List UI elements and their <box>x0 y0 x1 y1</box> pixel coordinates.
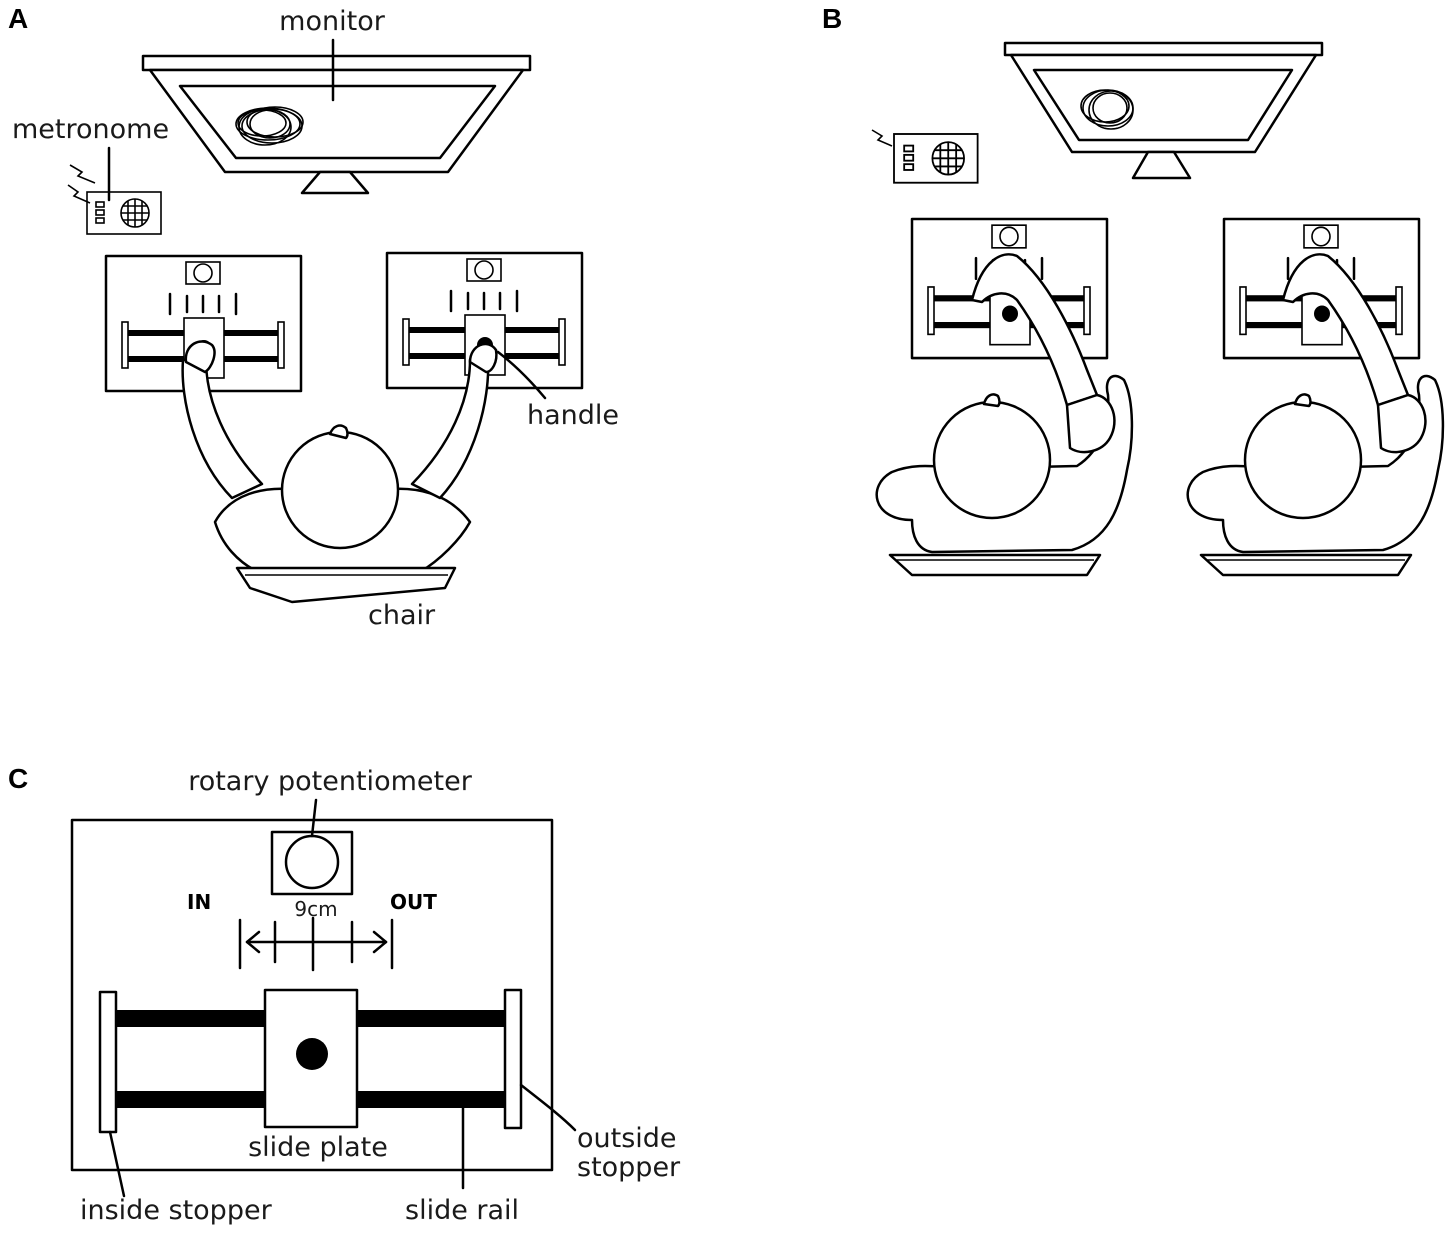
outside-stopper-label-1: outside <box>577 1123 677 1154</box>
rotary-potentiometer-label: rotary potentiometer <box>188 766 473 797</box>
slide-rail-label: slide rail <box>405 1195 519 1226</box>
person-a <box>181 340 498 604</box>
distance-label: 9cm <box>294 897 337 921</box>
target-scale <box>238 916 394 972</box>
metronome-label: metronome <box>12 114 169 145</box>
handle-pointer <box>496 350 547 400</box>
cursor-trace-icon <box>235 106 304 146</box>
panel-label-a: A <box>8 3 28 34</box>
monitor-a <box>141 38 532 195</box>
rotary-potentiometer <box>270 798 354 896</box>
cursor-trace-icon-b <box>1080 89 1134 130</box>
monitor-b <box>1003 41 1324 180</box>
metronome-a <box>67 146 162 235</box>
outside-stopper <box>503 988 523 1130</box>
sound-icon <box>69 164 96 184</box>
inside-stopper-label: inside stopper <box>80 1195 273 1226</box>
outside-stopper-label-2: stopper <box>577 1152 681 1183</box>
panel-a: A monitor metronome <box>8 3 619 631</box>
panel-c: C rotary potentiometer IN OUT 9cm <box>8 763 681 1226</box>
inside-stopper-pointer <box>108 1130 126 1198</box>
panel-b: B <box>822 3 1445 577</box>
chair-label: chair <box>368 600 436 631</box>
panel-label-c: C <box>8 763 28 794</box>
panel-label-b: B <box>822 3 842 34</box>
sound-icon-2 <box>67 184 91 204</box>
metronome-b <box>871 129 979 184</box>
slide-plate-label: slide plate <box>248 1132 388 1163</box>
sound-icon-b <box>871 129 893 147</box>
inside-stopper <box>98 990 118 1134</box>
handle-knob <box>296 1038 328 1070</box>
monitor-label: monitor <box>279 6 386 37</box>
outside-stopper-pointer <box>519 1083 577 1132</box>
in-label: IN <box>187 890 211 914</box>
out-label: OUT <box>390 890 437 914</box>
handle-label: handle <box>527 400 619 431</box>
